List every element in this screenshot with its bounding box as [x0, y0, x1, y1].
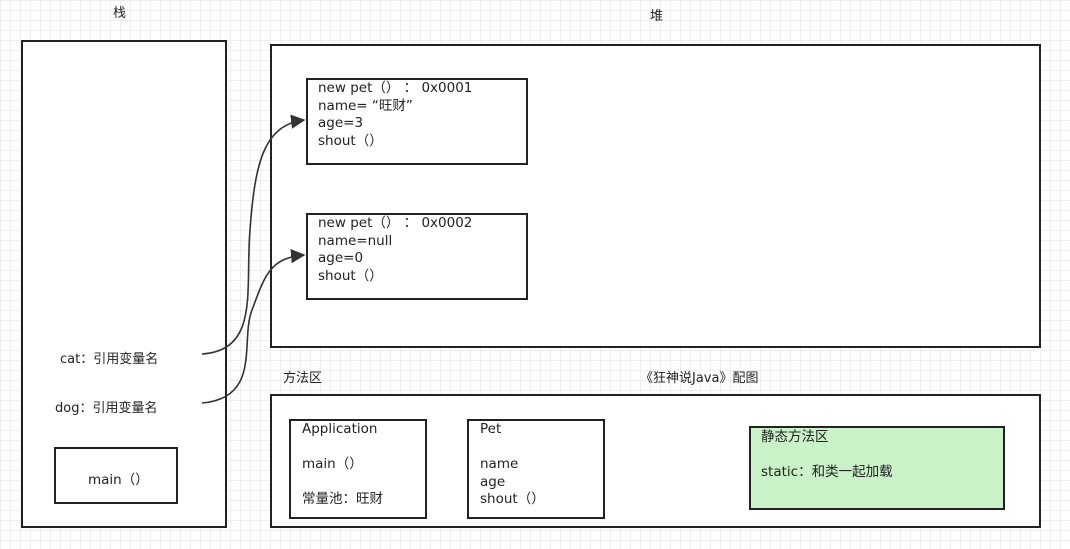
heap-object-2-name: name=null	[318, 232, 393, 249]
cat-reference: cat：引用变量名	[60, 352, 159, 367]
heap-object-1-method: shout（）	[318, 132, 383, 149]
heap-object-1-header: new pet（） ： 0x0001	[318, 80, 473, 96]
main-frame-label: main（）	[88, 472, 149, 488]
dog-reference: dog：引用变量名	[55, 401, 158, 416]
static-method-area-text: static：和类一起加载	[761, 464, 893, 480]
static-method-area-title: 静态方法区	[761, 429, 829, 445]
heap-object-2-age: age=0	[318, 250, 364, 266]
heap-object-2-method: shout（）	[318, 267, 383, 284]
application-class-title: Application	[302, 421, 378, 437]
stack-title: 栈	[113, 6, 127, 21]
heap-object-1-name: name= “旺财”	[318, 97, 413, 114]
stack-region	[21, 40, 227, 528]
application-constant-pool: 常量池：旺财	[302, 491, 383, 507]
application-class-main: main（）	[302, 456, 363, 472]
method-area-title: 方法区	[283, 371, 323, 386]
heap-object-2-header: new pet（） ： 0x0002	[318, 215, 473, 231]
static-method-area: 静态方法区 static：和类一起加载	[749, 426, 1005, 510]
figure-caption: 《狂神说Java》配图	[640, 371, 759, 386]
heap-object-1: new pet（） ： 0x0001 name= “旺财” age=3 shou…	[306, 78, 528, 165]
pet-class: Pet name age shout（）	[467, 419, 605, 519]
pet-class-field-age: age	[480, 473, 506, 490]
pet-class-title: Pet	[480, 421, 502, 437]
application-class: Application main（） 常量池：旺财	[289, 419, 427, 519]
pet-class-field-name: name	[480, 456, 519, 472]
heap-title: 堆	[650, 9, 664, 24]
main-frame: main（）	[54, 447, 178, 504]
heap-object-1-age: age=3	[318, 115, 364, 131]
heap-object-2: new pet（） ： 0x0002 name=null age=0 shout…	[306, 213, 528, 300]
pet-class-method-shout: shout（）	[480, 491, 545, 507]
